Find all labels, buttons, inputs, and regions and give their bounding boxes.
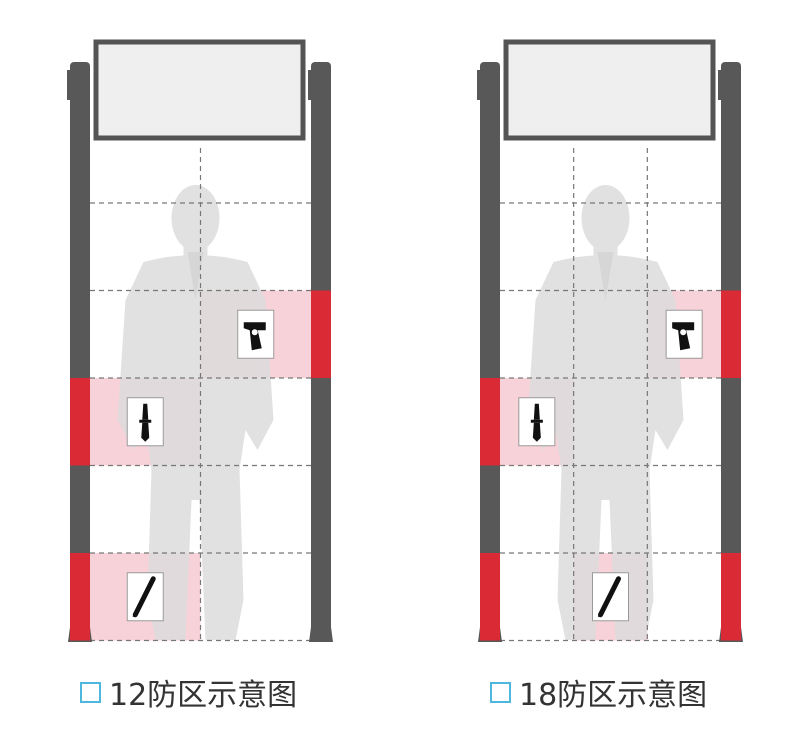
active-zone-segment [480, 378, 500, 466]
metal-detector-gate [477, 39, 743, 642]
caption-square-icon [80, 681, 101, 703]
caption-18-zones: 18防区示意图 [490, 670, 707, 714]
head [581, 185, 630, 251]
top-display-panel [93, 39, 306, 141]
knife-icon [518, 397, 556, 447]
active-zone-segment [721, 553, 741, 641]
person-silhouette [527, 185, 684, 640]
person-silhouette [117, 185, 274, 640]
screwdriver-icon [126, 572, 164, 622]
gun-icon [665, 309, 703, 359]
caption-18-zones-label: 18防区示意图 [519, 678, 708, 713]
head [171, 185, 220, 251]
body [117, 255, 274, 640]
top-display-panel [503, 39, 716, 141]
active-zone-segment [70, 378, 90, 466]
left-pole [480, 62, 500, 642]
active-zone-segment [721, 290, 741, 378]
tie [597, 252, 614, 300]
metal-detector-gate [67, 39, 333, 642]
active-zone-segment [480, 553, 500, 641]
knife-icon [126, 397, 164, 447]
right-pole-bracket [718, 70, 721, 100]
caption-12-zones: 12防区示意图 [80, 670, 297, 714]
left-pole [70, 62, 90, 642]
left-pole-bracket [477, 70, 480, 100]
active-zone-segment [70, 553, 90, 641]
tie [187, 252, 204, 300]
gun-icon [237, 309, 275, 359]
screwdriver-icon [592, 572, 629, 622]
right-pole-bracket [308, 70, 311, 100]
active-zone-segment [311, 290, 331, 378]
right-pole-foot [309, 612, 333, 642]
left-pole-bracket [67, 70, 70, 100]
caption-12-zones-label: 12防区示意图 [109, 678, 298, 713]
caption-square-icon [490, 681, 511, 703]
body [527, 255, 684, 640]
